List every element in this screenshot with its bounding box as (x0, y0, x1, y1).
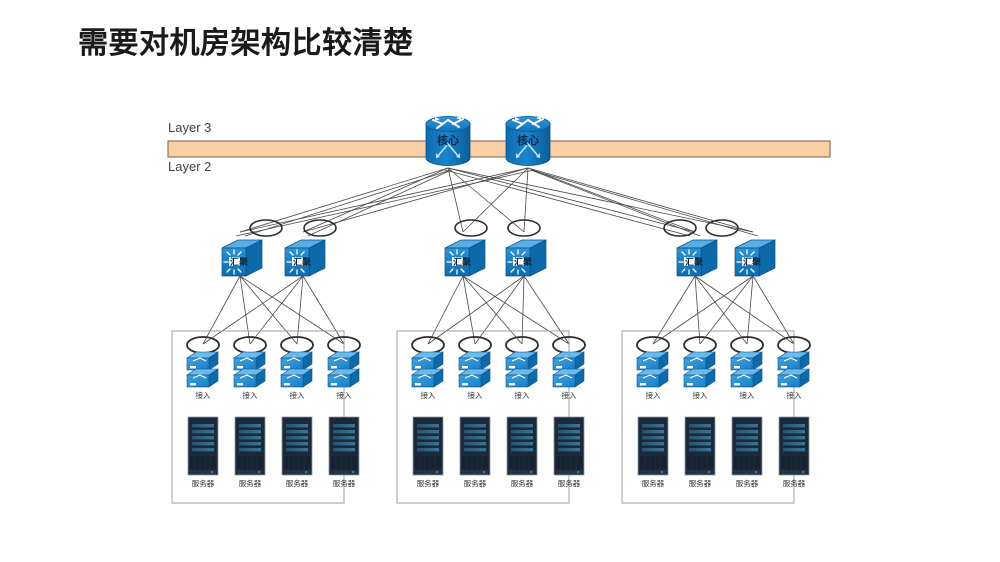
aggregation-switch-2-label: 汇聚 (293, 256, 312, 267)
access-switch-stack-1-3[interactable] (280, 351, 313, 388)
server-rack-3-3[interactable] (731, 416, 763, 476)
access-switch-label-1-3: 接入 (290, 390, 305, 400)
server-label-1-2: 服务器 (239, 478, 262, 488)
server-label-2-1: 服务器 (417, 478, 440, 488)
access-switch-label-3-2: 接入 (693, 390, 708, 400)
page-title: 需要对机房架构比较清楚 (78, 27, 414, 60)
server-rack-3-2[interactable] (684, 416, 716, 476)
access-switch-label-2-4: 接入 (562, 390, 577, 400)
core-router-2[interactable]: 核心 (505, 116, 551, 166)
link-lines-aggregation-to-access-pod-2 (427, 275, 570, 345)
server-rack-1-1[interactable] (187, 416, 219, 476)
link-lines-aggregation-to-access-pod-1 (202, 275, 345, 345)
aggregation-switch-5-label: 汇聚 (685, 256, 704, 267)
access-switch-stack-1-1[interactable] (186, 351, 219, 388)
server-label-2-3: 服务器 (511, 478, 534, 488)
server-rack-2-4[interactable] (553, 416, 585, 476)
server-label-1-1: 服务器 (192, 478, 215, 488)
access-switch-stack-3-1[interactable] (636, 351, 669, 388)
link-lines-core-to-aggregation (235, 167, 759, 237)
aggregation-switch-6[interactable]: 汇聚 (734, 239, 776, 277)
server-rack-2-2[interactable] (459, 416, 491, 476)
core-router-1-label: 核心 (437, 133, 459, 147)
access-switch-stack-2-3[interactable] (505, 351, 538, 388)
server-label-3-1: 服务器 (642, 478, 665, 488)
server-rack-2-1[interactable] (412, 416, 444, 476)
aggregation-switch-1-label: 汇聚 (230, 256, 249, 267)
aggregation-switch-6-label: 汇聚 (743, 256, 762, 267)
access-switch-label-2-2: 接入 (468, 390, 483, 400)
access-switch-label-2-3: 接入 (515, 390, 530, 400)
server-rack-1-2[interactable] (234, 416, 266, 476)
aggregation-switch-3-label: 汇聚 (453, 256, 472, 267)
access-switch-label-2-1: 接入 (421, 390, 436, 400)
access-link-bundles (186, 336, 811, 354)
server-rack-1-4[interactable] (328, 416, 360, 476)
server-rack-1-3[interactable] (281, 416, 313, 476)
access-switch-stack-2-1[interactable] (411, 351, 444, 388)
access-switch-stack-2-2[interactable] (458, 351, 491, 388)
server-label-3-4: 服务器 (783, 478, 806, 488)
access-switch-stack-1-4[interactable] (327, 351, 360, 388)
server-label-3-3: 服务器 (736, 478, 759, 488)
access-switch-stack-1-2[interactable] (233, 351, 266, 388)
access-switch-stack-2-4[interactable] (552, 351, 585, 388)
access-switch-label-1-4: 接入 (337, 390, 352, 400)
server-label-2-2: 服务器 (464, 478, 487, 488)
server-rack-2-3[interactable] (506, 416, 538, 476)
server-label-1-4: 服务器 (333, 478, 356, 488)
access-switch-stack-3-4[interactable] (777, 351, 810, 388)
aggregation-switch-4[interactable]: 汇聚 (505, 239, 547, 277)
layer-boundary-bar (167, 140, 831, 158)
aggregation-switch-1[interactable]: 汇聚 (221, 239, 263, 277)
server-label-1-3: 服务器 (286, 478, 309, 488)
layer2-label: Layer 2 (168, 159, 212, 174)
server-rack-3-4[interactable] (778, 416, 810, 476)
aggregation-switch-3[interactable]: 汇聚 (444, 239, 486, 277)
access-switch-label-1-2: 接入 (243, 390, 258, 400)
aggregation-switch-2[interactable]: 汇聚 (284, 239, 326, 277)
server-label-3-2: 服务器 (689, 478, 712, 488)
access-switch-stack-3-2[interactable] (683, 351, 716, 388)
access-switch-label-1-1: 接入 (196, 390, 211, 400)
access-switch-label-3-1: 接入 (646, 390, 661, 400)
access-switch-stack-3-3[interactable] (730, 351, 763, 388)
core-router-2-label: 核心 (517, 133, 539, 147)
access-switch-label-3-3: 接入 (740, 390, 755, 400)
server-rack-3-1[interactable] (637, 416, 669, 476)
core-router-1[interactable]: 核心 (425, 116, 471, 166)
server-label-2-4: 服务器 (558, 478, 581, 488)
link-lines-aggregation-to-access-pod-3 (652, 275, 795, 345)
layer3-label: Layer 3 (168, 120, 212, 135)
aggregation-switch-4-label: 汇聚 (514, 256, 533, 267)
aggregation-link-bundles (249, 219, 739, 237)
access-switch-label-3-4: 接入 (787, 390, 802, 400)
aggregation-switch-5[interactable]: 汇聚 (676, 239, 718, 277)
